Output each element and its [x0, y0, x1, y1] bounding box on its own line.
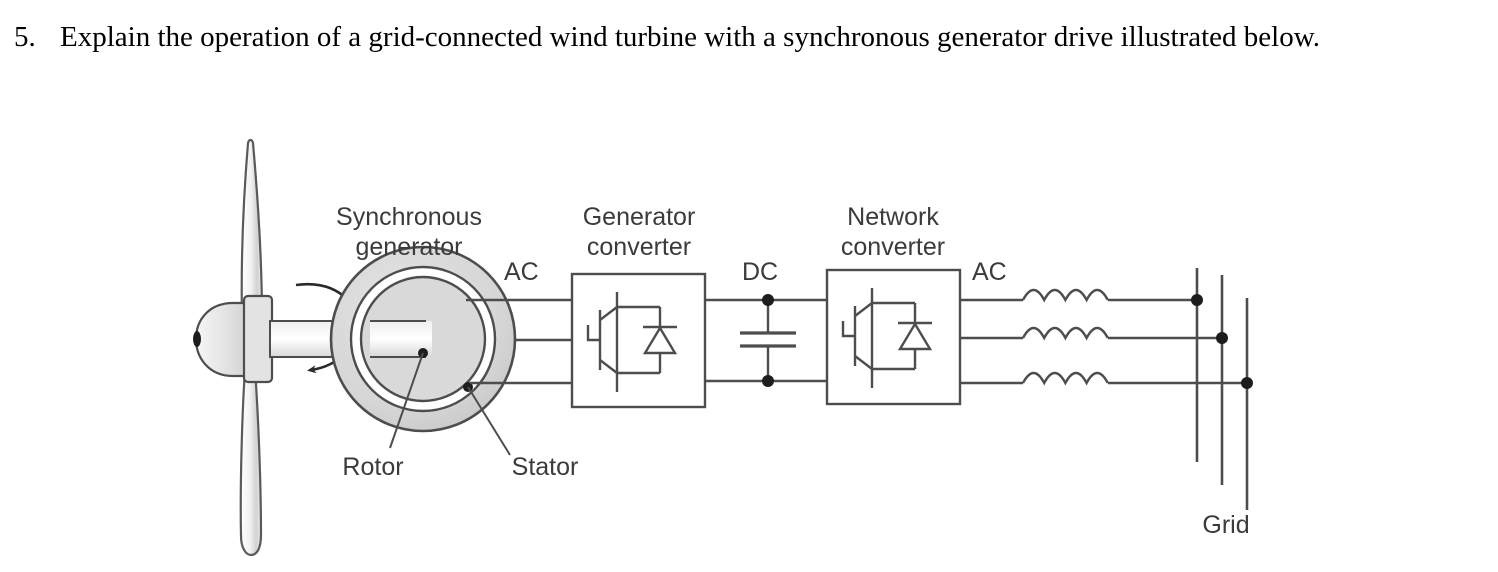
generator-converter	[570, 272, 707, 409]
question-number: 5.	[14, 21, 36, 53]
label-dc: DC	[742, 258, 778, 286]
igbt-gen-collector-slope	[599, 306, 618, 321]
label-grid: Grid	[1202, 511, 1249, 539]
igbt-gen-emitter-slope	[599, 359, 618, 374]
stator-leader-line	[467, 386, 511, 456]
dc-link	[705, 294, 827, 387]
nose-tip-mark	[193, 331, 201, 347]
network-converter	[825, 268, 962, 406]
diagram-svg: Synchronous generator Generator converte…	[193, 138, 1253, 557]
line-inductor-3	[1021, 371, 1109, 386]
grid-connection-dot-1	[1191, 294, 1203, 306]
label-ac-left: AC	[504, 258, 539, 286]
wind-turbine-diagram: Synchronous generator Generator converte…	[0, 108, 1498, 572]
label-ac-right: AC	[972, 258, 1007, 286]
grid-connection-dot-2	[1216, 332, 1228, 344]
label-stator: Stator	[512, 453, 579, 481]
ac-lines-generator-side	[466, 298, 572, 385]
igbt-gen-gate-lead	[586, 325, 600, 342]
dc-junction-dot-top	[762, 294, 774, 306]
rotor-callout	[389, 348, 428, 449]
stator-callout	[463, 382, 511, 456]
igbt-symbol-network	[841, 288, 933, 388]
grid-busbars	[1191, 268, 1253, 510]
line-inductor-2	[1021, 326, 1109, 341]
generator-converter-box	[570, 272, 707, 409]
hub-nose-cone	[193, 294, 274, 384]
igbt-symbol-generator	[586, 292, 678, 392]
line-inductor-1	[1021, 288, 1109, 303]
label-synchronous-generator-line2: generator	[355, 233, 462, 261]
label-generator-converter-line1: Generator	[583, 203, 696, 231]
rotor-leader-line	[389, 352, 424, 449]
label-generator-converter-line2: converter	[587, 233, 691, 261]
grid-connection-dot-3	[1241, 377, 1253, 389]
label-rotor: Rotor	[342, 453, 403, 481]
question-text: Explain the operation of a grid-connecte…	[60, 21, 1321, 53]
igbt-net-collector-slope	[854, 302, 873, 317]
freewheel-diode-gen-triangle	[642, 325, 678, 355]
ac-output-lines	[960, 288, 1247, 386]
synchronous-generator	[329, 245, 517, 433]
label-network-converter-line1: Network	[847, 203, 939, 231]
question-block: 5. Explain the operation of a grid-conne…	[14, 16, 1414, 58]
dc-link-capacitor	[740, 331, 796, 348]
dc-junction-dot-bottom	[762, 375, 774, 387]
freewheel-diode-net-triangle	[897, 321, 933, 351]
igbt-net-gate-lead	[841, 321, 855, 338]
igbt-net-emitter-slope	[854, 355, 873, 370]
label-network-converter-line2: converter	[841, 233, 945, 261]
wind-turbine-rotor-blades	[239, 138, 264, 557]
label-synchronous-generator-line1: Synchronous	[336, 203, 482, 231]
hub-body	[242, 294, 274, 384]
